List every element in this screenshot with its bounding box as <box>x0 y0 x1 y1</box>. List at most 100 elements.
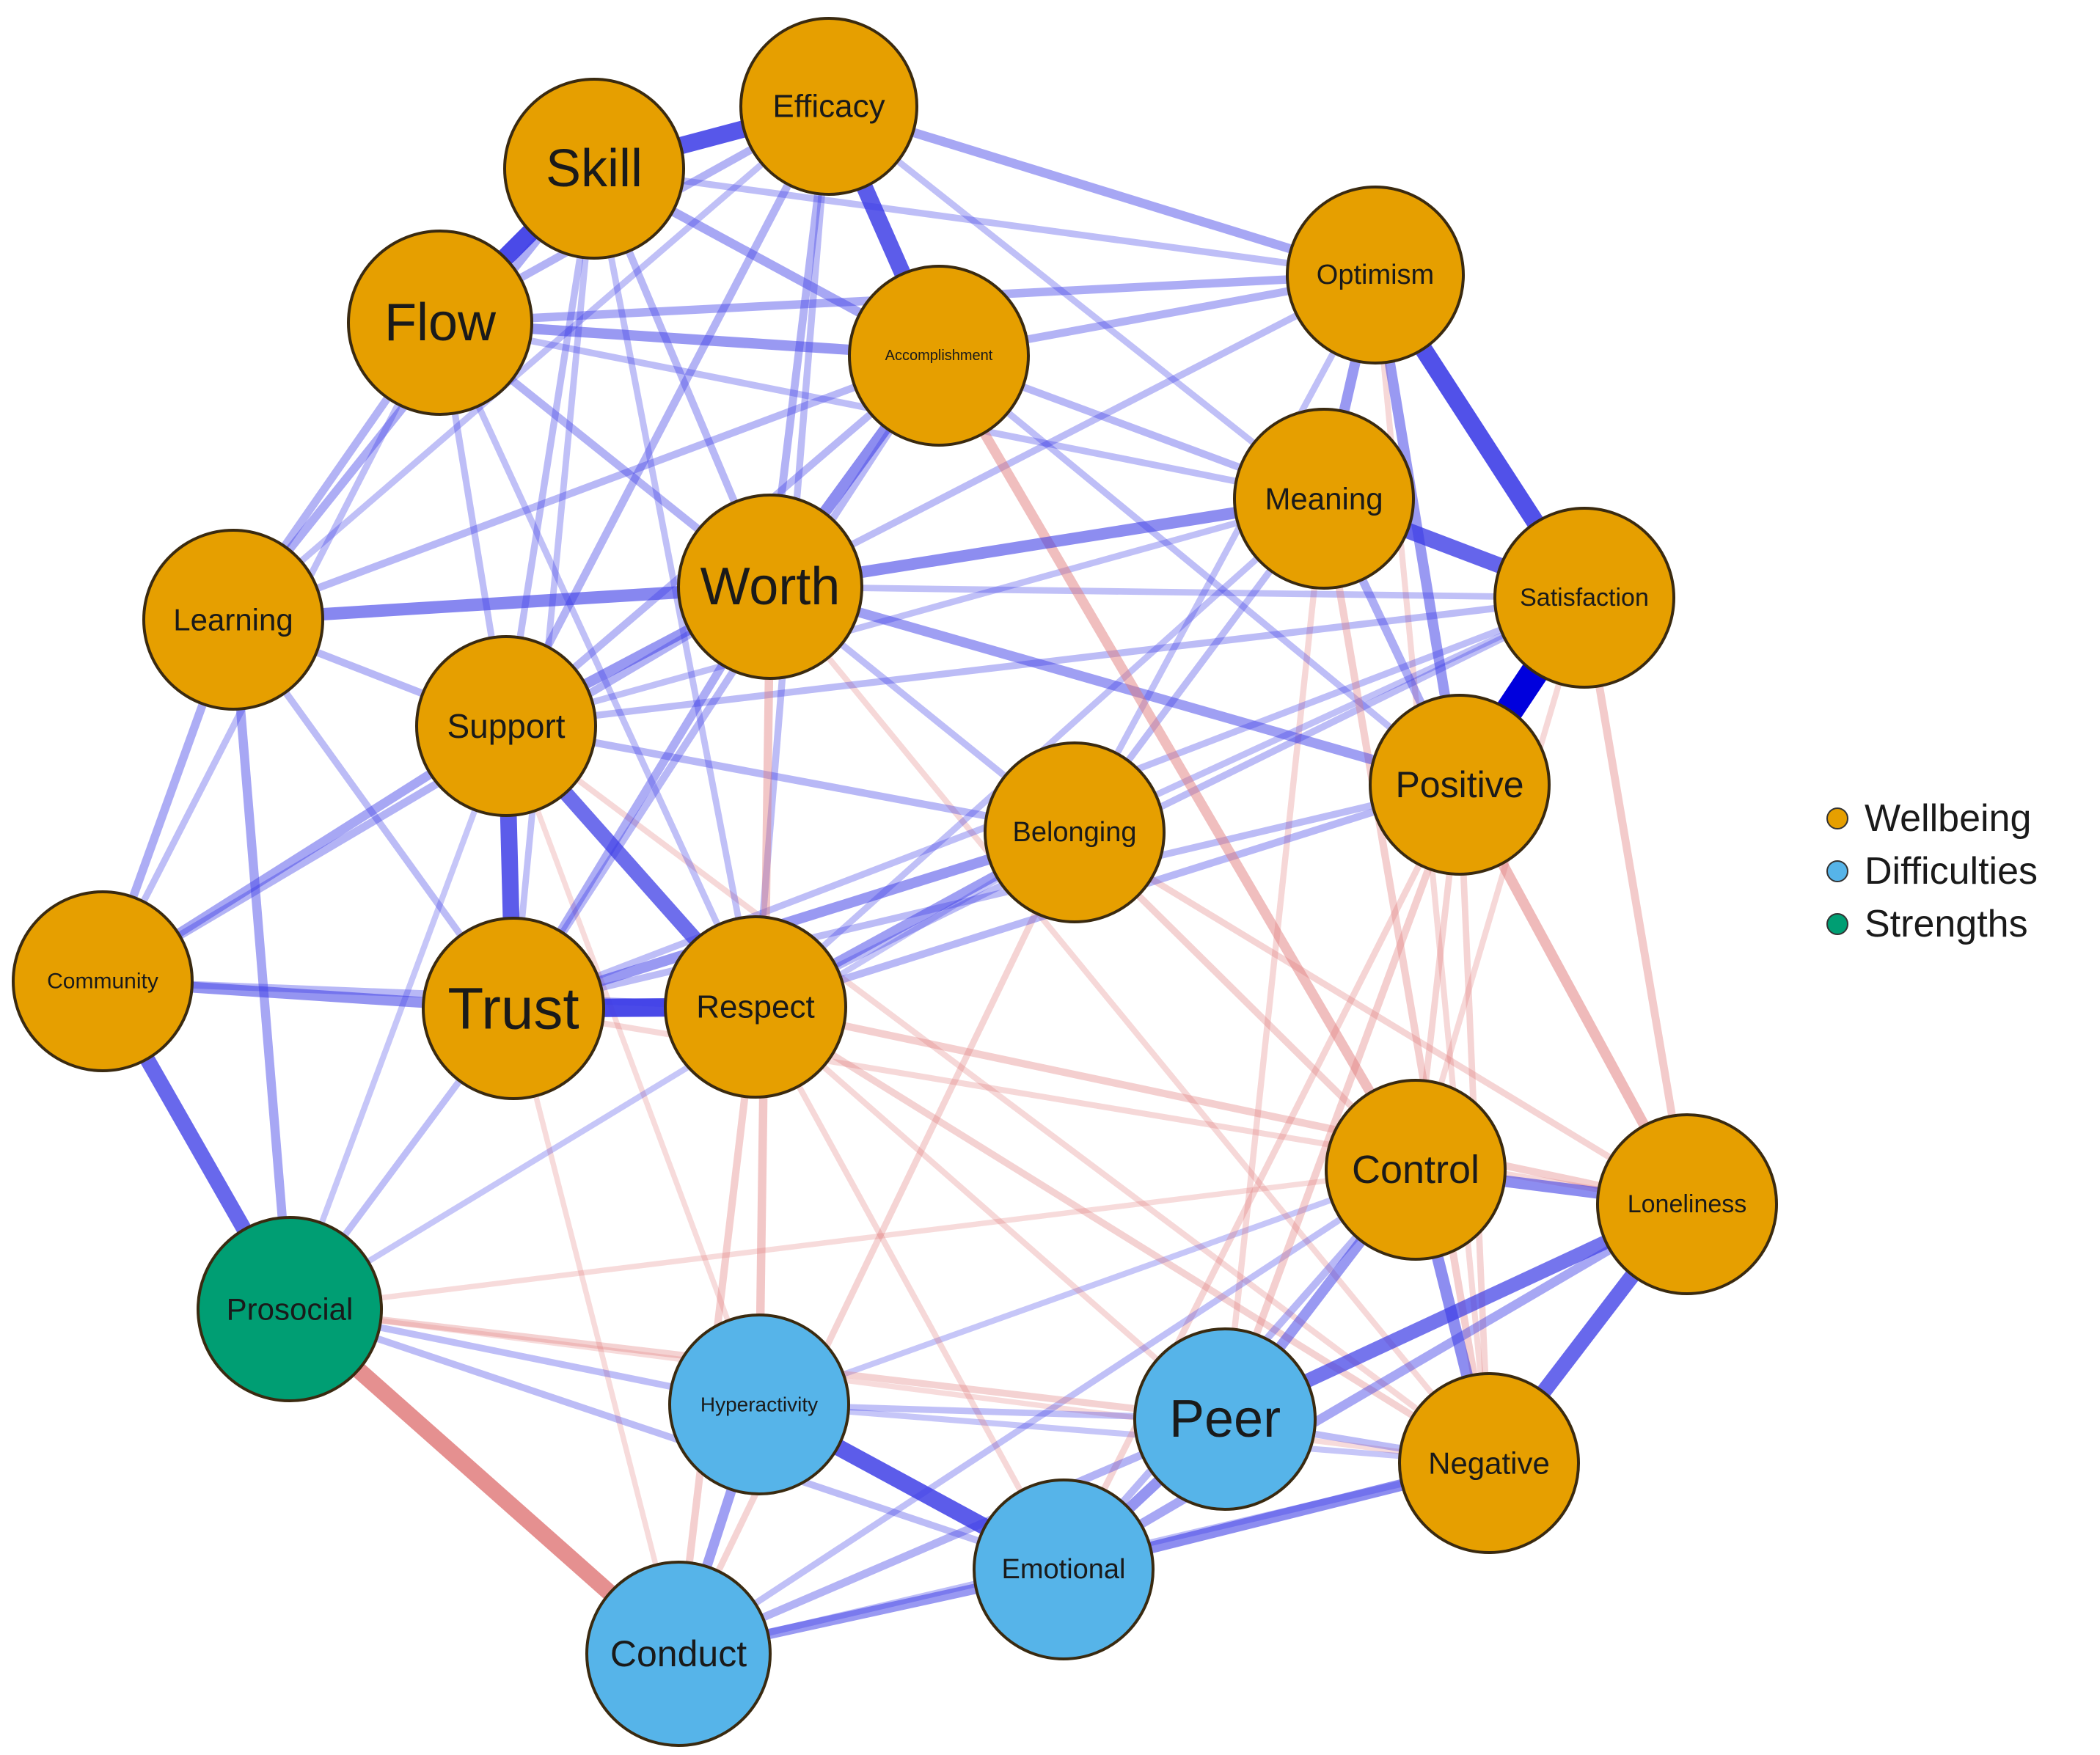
node-control: Control <box>1325 1079 1507 1261</box>
edge-emotional-loneliness <box>1061 1200 1690 1574</box>
node-label-skill: Skill <box>546 139 643 198</box>
edge-trust-accomplishment <box>510 353 943 1011</box>
edge-efficacy-meaning <box>827 103 1326 502</box>
node-meaning: Meaning <box>1233 408 1415 590</box>
edge-belonging-conduct <box>676 831 1078 1655</box>
legend-label-strengths: Strengths <box>1865 903 2028 945</box>
node-circle-respect <box>664 915 847 1099</box>
node-learning: Learning <box>142 529 324 711</box>
edge-control-satisfaction <box>1413 596 1587 1171</box>
node-circle-hyperactivity <box>668 1313 850 1495</box>
edge-hyperactivity-negative <box>758 1401 1490 1467</box>
edge-conduct-trust <box>511 1008 681 1655</box>
edge-accomplishment-positive <box>937 353 1462 788</box>
node-label-learning: Learning <box>173 603 293 637</box>
node-circle-conduct <box>585 1561 772 1747</box>
edge-accomplishment-control <box>934 353 1420 1173</box>
edge-efficacy-learning <box>231 103 831 623</box>
node-optimism: Optimism <box>1286 186 1465 364</box>
node-label-belonging: Belonging <box>1012 817 1136 848</box>
edge-negative-worth <box>767 585 1492 1465</box>
node-circle-support <box>415 635 597 817</box>
edge-peer-respect <box>753 1004 1227 1422</box>
node-circle-loneliness <box>1596 1113 1778 1295</box>
edge-loneliness-belonging <box>1072 829 1689 1207</box>
node-circle-positive <box>1369 694 1551 876</box>
legend-dot-strengths <box>1826 913 1848 935</box>
node-negative: Negative <box>1398 1372 1580 1554</box>
edge-trust-belonging <box>511 827 1077 1014</box>
edge-worth-positive <box>769 582 1461 790</box>
node-conduct: Conduct <box>585 1561 772 1747</box>
edge-support-belonging <box>505 722 1075 836</box>
node-efficacy: Efficacy <box>739 17 918 196</box>
edge-support-satisfaction <box>505 594 1585 730</box>
edge-belonging-satisfaction <box>1073 595 1586 835</box>
node-circle-community <box>12 890 194 1072</box>
node-label-conduct: Conduct <box>610 1633 747 1674</box>
node-label-efficacy: Efficacy <box>772 89 885 125</box>
edge-emotional-respect <box>753 1005 1067 1571</box>
legend-item-difficulties: Difficulties <box>1826 845 2038 898</box>
node-label-optimism: Optimism <box>1317 260 1434 290</box>
node-positive: Positive <box>1369 694 1551 876</box>
node-label-prosocial: Prosocial <box>227 1292 354 1327</box>
edge-learning-accomplishment <box>232 352 940 623</box>
node-label-loneliness: Loneliness <box>1628 1190 1747 1218</box>
node-satisfaction: Satisfaction <box>1493 507 1675 689</box>
edge-worth-meaning <box>769 493 1325 593</box>
node-circle-skill <box>503 78 685 260</box>
legend: Wellbeing Difficulties Strengths <box>1826 792 2038 950</box>
node-circle-efficacy <box>739 17 918 196</box>
node-loneliness: Loneliness <box>1596 1113 1778 1295</box>
node-respect: Respect <box>664 915 847 1099</box>
edge-positive-peer <box>1221 783 1463 1421</box>
edge-hyperactivity-control <box>758 1167 1417 1407</box>
node-circle-peer <box>1133 1327 1317 1511</box>
node-label-trust: Trust <box>447 976 579 1041</box>
node-accomplishment: Accomplishment <box>848 265 1030 447</box>
edge-optimism-belonging <box>1072 273 1378 835</box>
node-label-flow: Flow <box>384 293 497 352</box>
node-circle-control <box>1325 1079 1507 1261</box>
legend-item-strengths: Strengths <box>1826 898 2038 950</box>
edge-respect-negative <box>753 1004 1491 1466</box>
node-community: Community <box>12 890 194 1072</box>
edge-peer-meaning <box>1221 498 1328 1420</box>
edge-trust-skill <box>510 168 598 1009</box>
node-circle-meaning <box>1233 408 1415 590</box>
node-label-meaning: Meaning <box>1265 482 1383 516</box>
node-hyperactivity: Hyperactivity <box>668 1313 850 1495</box>
node-label-support: Support <box>447 707 565 745</box>
node-label-accomplishment: Accomplishment <box>885 348 993 364</box>
node-label-worth: Worth <box>700 557 841 616</box>
legend-dot-difficulties <box>1826 860 1848 882</box>
node-label-emotional: Emotional <box>1002 1554 1126 1585</box>
edge-support-negative <box>504 723 1491 1466</box>
node-belonging: Belonging <box>984 741 1166 923</box>
node-worth: Worth <box>677 494 863 680</box>
node-circle-prosocial <box>197 1216 383 1402</box>
edge-worth-optimism <box>768 271 1378 590</box>
edge-worth-satisfaction <box>769 583 1585 601</box>
edge-meaning-support <box>505 495 1325 730</box>
node-label-hyperactivity: Hyperactivity <box>700 1393 818 1416</box>
node-circle-optimism <box>1286 186 1465 364</box>
edge-satisfaction-respect <box>753 594 1587 1011</box>
edge-respect-loneliness <box>754 1003 1689 1208</box>
edge-prosocial-support <box>287 725 509 1311</box>
legend-label-wellbeing: Wellbeing <box>1865 797 2032 840</box>
node-circle-trust <box>422 917 605 1100</box>
edge-conduct-peer <box>676 1415 1227 1657</box>
node-prosocial: Prosocial <box>197 1216 383 1402</box>
node-circle-accomplishment <box>848 265 1030 447</box>
node-circle-learning <box>142 529 324 711</box>
edge-prosocial-control <box>289 1167 1416 1312</box>
node-circle-worth <box>677 494 863 680</box>
edge-learning-prosocial <box>228 619 295 1310</box>
node-circle-emotional <box>973 1479 1155 1660</box>
node-circle-belonging <box>984 741 1166 923</box>
node-peer: Peer <box>1133 1327 1317 1511</box>
